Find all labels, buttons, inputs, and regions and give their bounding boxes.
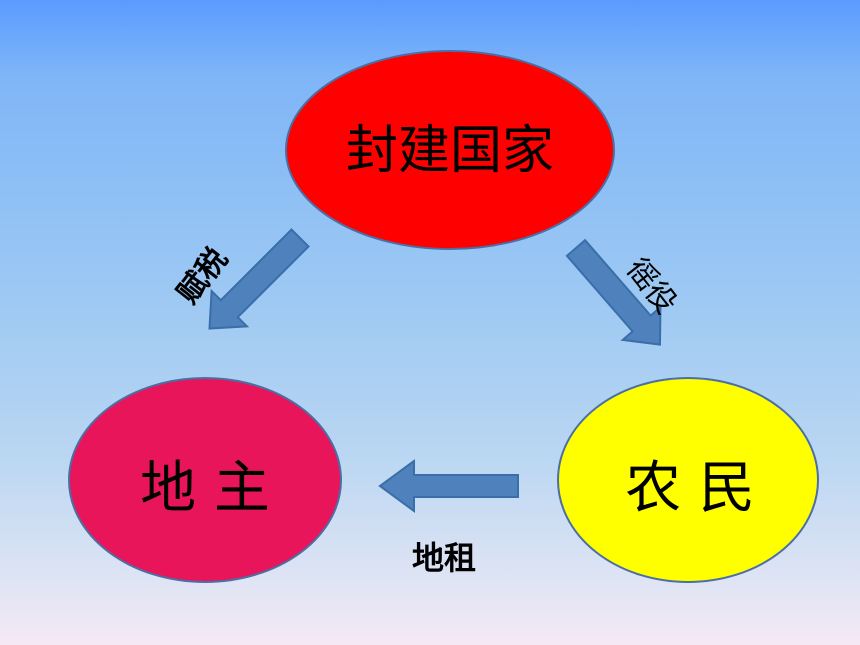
arrow-tax (208, 228, 310, 330)
node-state (285, 50, 615, 250)
node-landlord-label: 地 主 (140, 455, 270, 521)
arrow-corvee (565, 238, 662, 346)
node-peasant-label: 农 民 (625, 455, 755, 521)
node-state-label: 封建国家 (345, 120, 554, 181)
edge-rent-label: 地租 (412, 539, 477, 577)
node-landlord (68, 377, 342, 583)
node-peasant (557, 377, 819, 583)
arrow-rent (378, 459, 519, 513)
